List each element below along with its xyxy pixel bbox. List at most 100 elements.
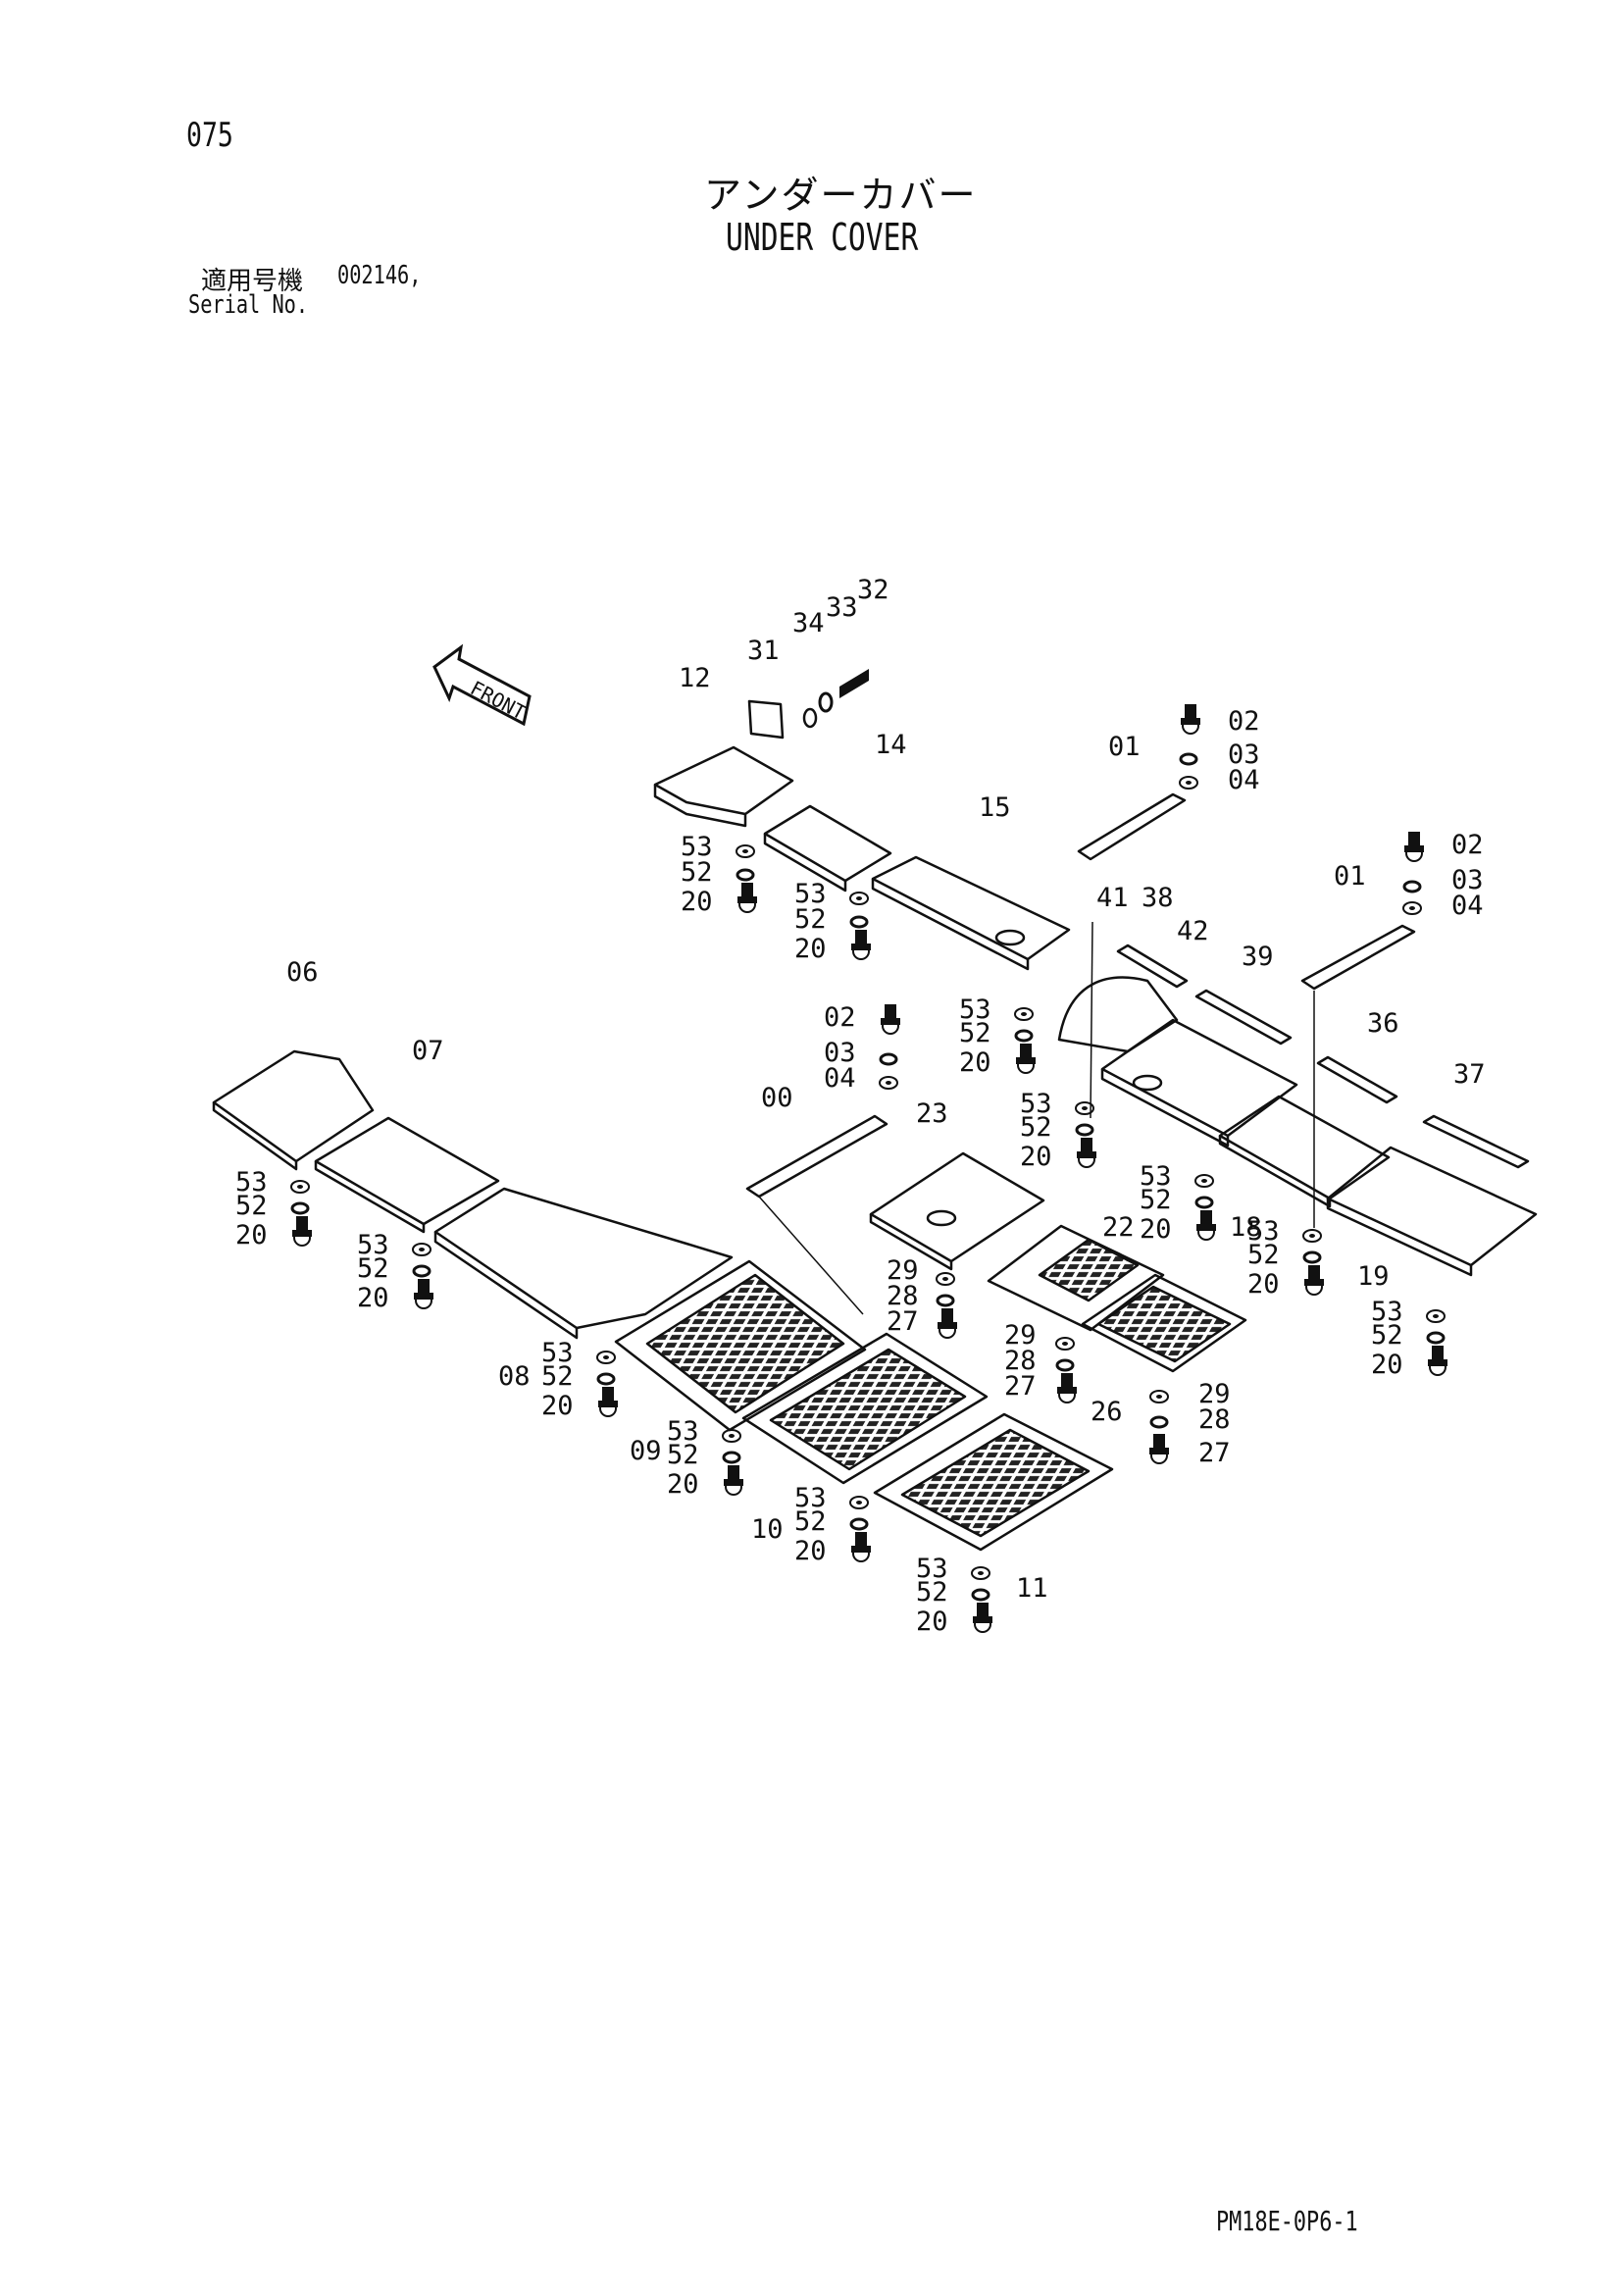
- callout-52: 52: [667, 1440, 699, 1470]
- callout-06: 06: [286, 957, 319, 988]
- callout-04: 04: [1228, 765, 1260, 795]
- callout-53: 53: [959, 995, 991, 1025]
- callout-01: 01: [1334, 861, 1366, 892]
- callout-labels: 12 31 34 33 32 14 15 01 02 03 04 02 03 0…: [235, 575, 1486, 1637]
- title-japanese: アンダーカバー: [704, 174, 978, 217]
- callout-27: 27: [1004, 1371, 1037, 1402]
- callout-15: 15: [979, 792, 1011, 823]
- callout-20: 20: [916, 1607, 948, 1637]
- callout-07: 07: [412, 1036, 444, 1066]
- callout-20: 20: [681, 887, 713, 917]
- serial-number-value: 002146,: [337, 261, 422, 290]
- callout-09: 09: [630, 1436, 662, 1466]
- mesh-cover-part-09: [614, 1259, 867, 1432]
- seal-part-37: [1422, 1114, 1530, 1169]
- page-number: 075: [186, 116, 233, 155]
- callout-33: 33: [826, 592, 858, 623]
- callout-39: 39: [1242, 942, 1274, 972]
- cover-part-42: [1100, 1018, 1298, 1138]
- callout-34: 34: [792, 608, 825, 638]
- callout-20: 20: [667, 1469, 699, 1500]
- mesh-cover-part-11: [873, 1412, 1114, 1552]
- callout-20: 20: [1371, 1350, 1403, 1380]
- callout-38: 38: [1142, 883, 1174, 913]
- seal-part-39: [1194, 989, 1293, 1046]
- callout-03: 03: [1228, 740, 1260, 770]
- callout-52: 52: [1020, 1112, 1052, 1143]
- front-direction-arrow: FRONT: [432, 643, 532, 727]
- hardware-stacks: [290, 669, 1448, 1633]
- callout-03: 03: [1451, 865, 1484, 895]
- callout-52: 52: [916, 1577, 948, 1607]
- callout-52: 52: [794, 1506, 827, 1537]
- callout-53: 53: [794, 1483, 827, 1513]
- callout-36: 36: [1367, 1008, 1399, 1039]
- callout-20: 20: [541, 1391, 574, 1421]
- bracket-part-31: [747, 699, 785, 740]
- callout-29: 29: [1198, 1379, 1231, 1409]
- callout-52: 52: [1371, 1320, 1403, 1351]
- callout-08: 08: [498, 1361, 531, 1392]
- mesh-cover-part-10: [741, 1332, 989, 1485]
- callout-20: 20: [959, 1047, 991, 1078]
- callout-28: 28: [1198, 1404, 1231, 1435]
- callout-28: 28: [887, 1281, 919, 1311]
- callout-52: 52: [235, 1191, 268, 1221]
- callout-20: 20: [1140, 1214, 1172, 1245]
- callout-27: 27: [887, 1306, 919, 1337]
- document-code: PM18E-0P6-1: [1216, 2205, 1358, 2237]
- callout-53: 53: [235, 1167, 268, 1198]
- bracket-part-01-upper: [1077, 792, 1187, 861]
- bracket-part-01-right: [1300, 924, 1416, 991]
- callout-31: 31: [747, 636, 780, 666]
- callout-53: 53: [1140, 1161, 1172, 1192]
- callout-22: 22: [1102, 1212, 1135, 1243]
- callout-53: 53: [1020, 1089, 1052, 1119]
- cover-part-41: [1057, 976, 1179, 1053]
- callout-52: 52: [1140, 1185, 1172, 1215]
- title-english: UNDER COVER: [726, 216, 919, 259]
- callout-53: 53: [541, 1338, 574, 1368]
- cover-part-14: [763, 804, 892, 883]
- callout-53: 53: [357, 1230, 389, 1260]
- callout-53: 53: [667, 1416, 699, 1447]
- cover-part-19: [1326, 1146, 1538, 1267]
- callout-28: 28: [1004, 1346, 1037, 1376]
- cover-part-08: [433, 1187, 734, 1330]
- callout-53: 53: [916, 1554, 948, 1584]
- callout-20: 20: [794, 1536, 827, 1566]
- callout-53: 53: [794, 879, 827, 909]
- callout-52: 52: [541, 1361, 574, 1392]
- seal-part-36: [1316, 1055, 1398, 1104]
- cover-part-06: [212, 1049, 375, 1163]
- callout-12: 12: [679, 663, 711, 693]
- callout-02: 02: [824, 1002, 856, 1033]
- callout-52: 52: [794, 904, 827, 935]
- callout-53: 53: [681, 832, 713, 862]
- cover-part-18: [1218, 1095, 1391, 1200]
- cover-part-12: [653, 745, 794, 816]
- seal-part-38: [1116, 944, 1189, 989]
- callout-27: 27: [1198, 1438, 1231, 1468]
- cover-part-23: [869, 1151, 1045, 1263]
- callout-20: 20: [357, 1283, 389, 1313]
- callout-53: 53: [1247, 1216, 1280, 1247]
- callout-20: 20: [235, 1220, 268, 1250]
- callout-52: 52: [357, 1253, 389, 1284]
- serial-label-english: Serial No.: [188, 290, 309, 320]
- callout-02: 02: [1228, 706, 1260, 737]
- callout-42: 42: [1177, 916, 1209, 946]
- callout-52: 52: [681, 857, 713, 888]
- serial-label-japanese: 適用号機: [201, 267, 304, 296]
- callout-41: 41: [1096, 883, 1129, 913]
- callout-23: 23: [916, 1098, 948, 1129]
- callout-29: 29: [1004, 1320, 1037, 1351]
- callout-10: 10: [751, 1514, 784, 1545]
- callout-20: 20: [1020, 1142, 1052, 1172]
- callout-53: 53: [1371, 1297, 1403, 1327]
- mesh-cover-part-22: [987, 1224, 1165, 1332]
- callout-32: 32: [857, 575, 889, 605]
- callout-29: 29: [887, 1255, 919, 1286]
- callout-20: 20: [794, 934, 827, 964]
